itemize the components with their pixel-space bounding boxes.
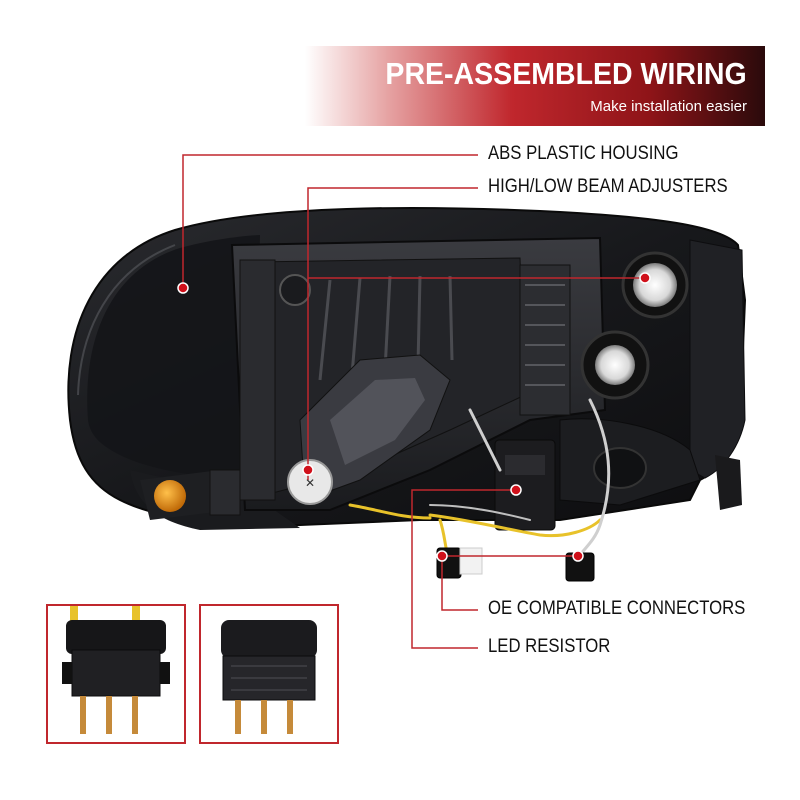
amber-side-marker xyxy=(140,469,241,520)
label-beam-adjusters: HIGH/LOW BEAM ADJUSTERS xyxy=(488,176,728,197)
led-resistor xyxy=(494,439,556,531)
connector-plug-icon xyxy=(221,620,317,734)
label-oe-connectors: OE COMPATIBLE CONNECTORS xyxy=(488,598,746,619)
adjuster-knob: ✕ xyxy=(287,459,333,505)
headline-banner: PRE-ASSEMBLED WIRING Make installation e… xyxy=(305,46,765,126)
banner-subtitle: Make installation easier xyxy=(590,98,747,115)
wiring-harness xyxy=(348,398,611,557)
callout-dots xyxy=(177,272,651,562)
resistor-dot xyxy=(510,484,522,496)
inset-connector-side xyxy=(199,604,339,744)
adjuster-dot-top xyxy=(639,272,651,284)
high-beam-bulb xyxy=(621,251,689,319)
connector-dot-left xyxy=(436,550,448,562)
svg-text:✕: ✕ xyxy=(305,476,315,490)
banner-title: PRE-ASSEMBLED WIRING xyxy=(385,56,747,91)
housing-dot xyxy=(177,282,189,294)
connector-dot-right xyxy=(572,550,584,562)
callout-lines xyxy=(182,154,645,649)
low-beam-bulb xyxy=(580,330,650,400)
label-abs-housing: ABS PLASTIC HOUSING xyxy=(488,143,679,164)
inset-connector-front xyxy=(46,604,186,744)
label-led-resistor: LED RESISTOR xyxy=(488,636,611,657)
connector-plug-icon xyxy=(62,606,170,734)
adjuster-dot-bottom xyxy=(302,464,314,476)
rear-panel xyxy=(230,236,607,511)
